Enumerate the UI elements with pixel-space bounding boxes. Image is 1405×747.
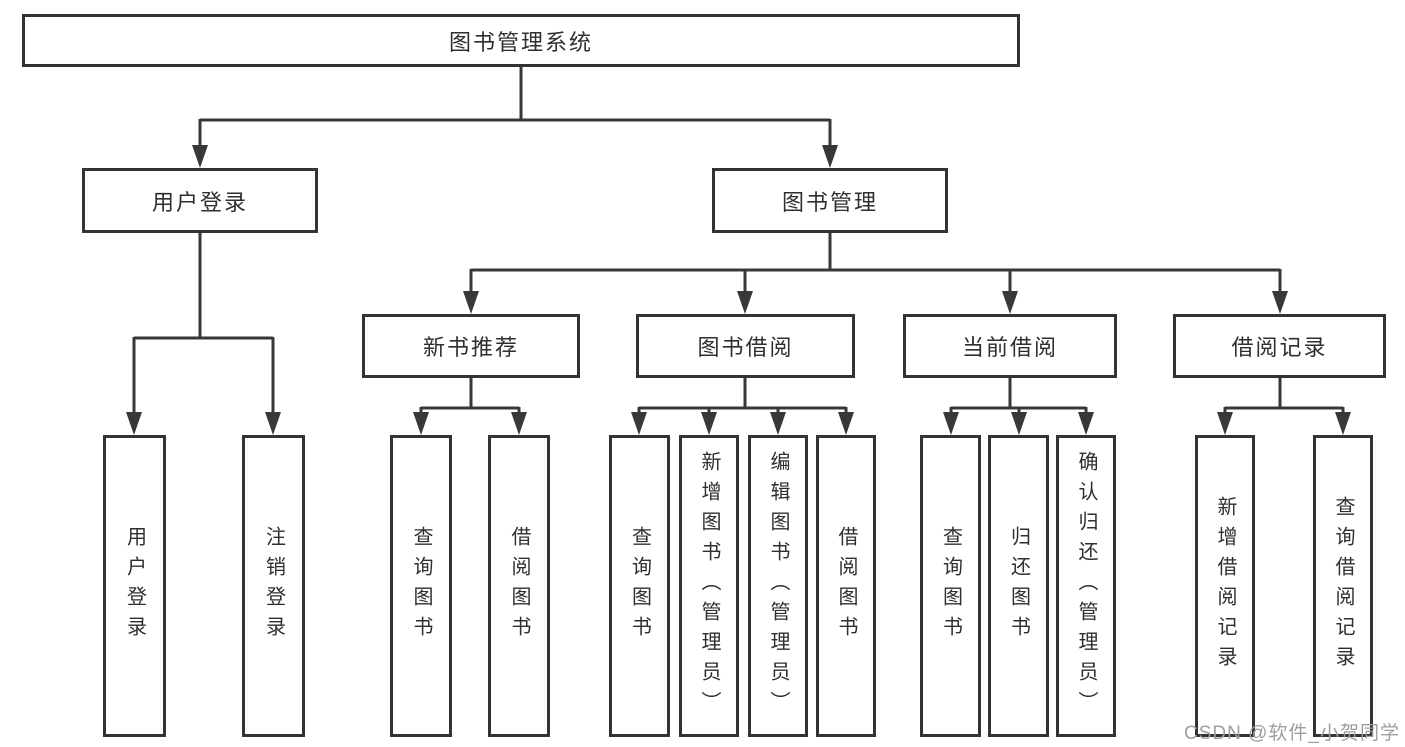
leaf-add-book-admin: 新增图书（管理员）: [679, 435, 739, 737]
node-label: 确认归还（管理员）: [1075, 451, 1097, 721]
leaf-query-book-borrow: 查询图书: [609, 435, 670, 737]
leaf-confirm-return-admin: 确认归还（管理员）: [1056, 435, 1116, 737]
node-label: 借阅记录: [1231, 335, 1328, 360]
node-label: 查询图书: [410, 526, 432, 646]
node-book-borrow: 图书借阅: [636, 314, 855, 378]
node-label: 归还图书: [1007, 526, 1030, 646]
node-label: 图书借阅: [697, 335, 794, 360]
leaf-query-book-current: 查询图书: [920, 435, 981, 737]
leaf-logout-login: 注销登录: [242, 435, 305, 737]
node-label: 新增借阅记录: [1214, 496, 1236, 676]
csdn-watermark: CSDN @软件_小贺同学: [1184, 723, 1400, 744]
node-label: 图书管理系统: [448, 29, 593, 55]
leaf-query-book-recommend: 查询图书: [390, 435, 452, 737]
node-label: 查询图书: [628, 526, 651, 646]
leaf-return-book: 归还图书: [988, 435, 1049, 737]
leaf-add-borrow-record: 新增借阅记录: [1195, 435, 1255, 737]
node-label: 借阅图书: [508, 526, 530, 646]
node-label: 编辑图书（管理员）: [767, 451, 789, 721]
node-label: 新增图书（管理员）: [698, 451, 720, 721]
node-label: 借阅图书: [835, 526, 857, 646]
leaf-user-login: 用户登录: [103, 435, 166, 737]
node-book-management: 图书管理: [712, 168, 948, 233]
node-borrow-record: 借阅记录: [1173, 314, 1386, 378]
node-label: 新书推荐: [422, 335, 519, 360]
node-label: 当前借阅: [961, 335, 1058, 360]
node-label: 用户登录: [123, 526, 146, 646]
leaf-edit-book-admin: 编辑图书（管理员）: [748, 435, 808, 737]
leaf-query-borrow-record: 查询借阅记录: [1313, 435, 1373, 737]
leaf-borrow-book-recommend: 借阅图书: [488, 435, 550, 737]
connector-path: [132, 65, 1345, 413]
node-label: 注销登录: [262, 526, 285, 646]
node-current-borrow: 当前借阅: [903, 314, 1117, 378]
node-label: 用户登录: [151, 189, 248, 215]
leaf-borrow-book: 借阅图书: [816, 435, 876, 737]
node-label: 查询借阅记录: [1332, 496, 1354, 676]
node-library-management-system: 图书管理系统: [22, 14, 1020, 67]
node-label: 图书管理: [781, 189, 878, 215]
node-new-book-recommend: 新书推荐: [362, 314, 580, 378]
node-label: 查询图书: [939, 526, 962, 646]
node-user-login: 用户登录: [82, 168, 318, 233]
